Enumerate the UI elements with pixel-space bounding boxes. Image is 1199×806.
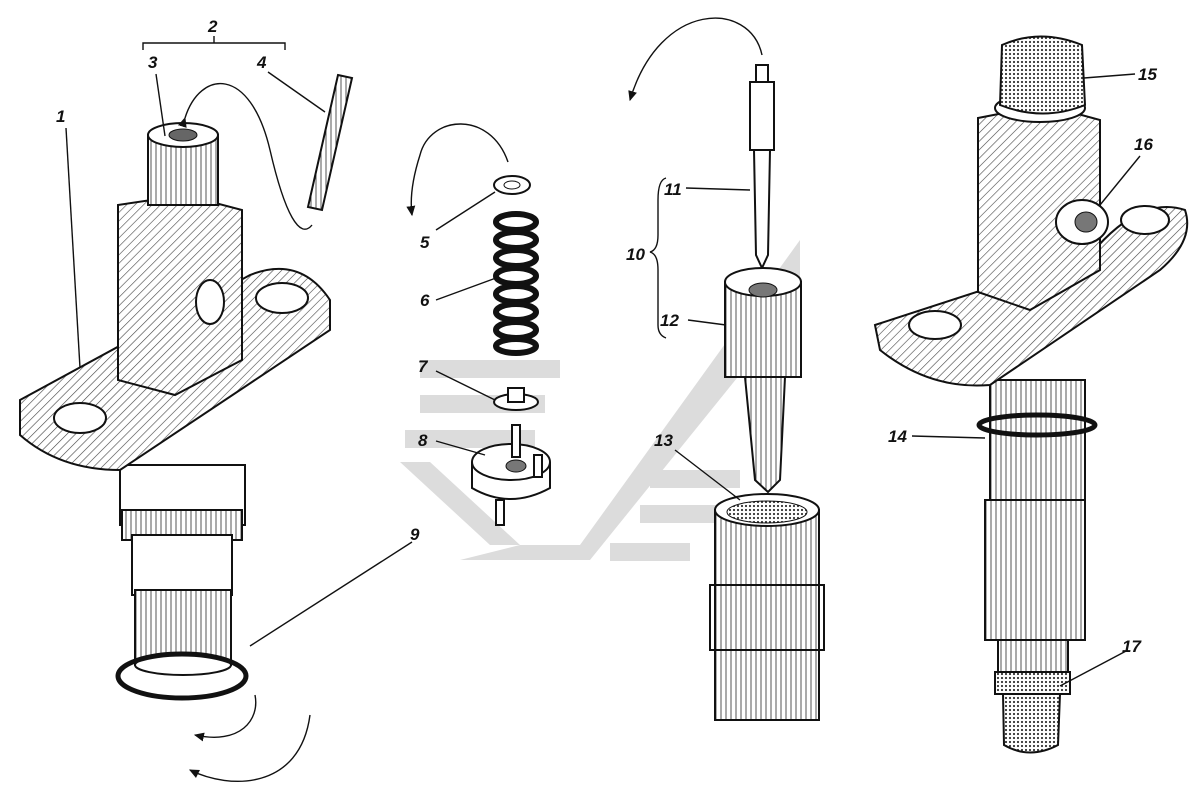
label-14: 14 (888, 427, 907, 446)
label-12: 12 (660, 311, 679, 330)
assembly-arrows (178, 17, 763, 782)
label-3: 3 (148, 53, 158, 72)
label-9: 9 (410, 525, 420, 544)
leader-lines (65, 36, 1141, 687)
label-8: 8 (418, 431, 428, 450)
label-6: 6 (420, 291, 430, 310)
nozzle-needle (749, 64, 775, 271)
label-4: 4 (256, 53, 267, 72)
label-17: 17 (1122, 637, 1142, 656)
part-number-labels: 1 2 3 4 5 6 7 8 9 10 11 12 13 14 15 16 1… (56, 17, 1157, 656)
filter-element (306, 73, 354, 212)
label-7: 7 (418, 357, 429, 376)
label-10: 10 (626, 245, 645, 264)
nozzle-nut (709, 493, 825, 721)
left-injector-assembly (19, 122, 331, 676)
label-16: 16 (1134, 135, 1153, 154)
label-13: 13 (654, 431, 673, 450)
o-ring (115, 651, 249, 701)
right-injector-assembly (873, 35, 1189, 754)
label-1: 1 (56, 107, 65, 126)
label-2: 2 (207, 17, 218, 36)
nozzle-body (724, 267, 802, 494)
label-5: 5 (420, 233, 430, 252)
label-15: 15 (1138, 65, 1157, 84)
center-parts (471, 175, 551, 526)
label-11: 11 (664, 180, 682, 199)
